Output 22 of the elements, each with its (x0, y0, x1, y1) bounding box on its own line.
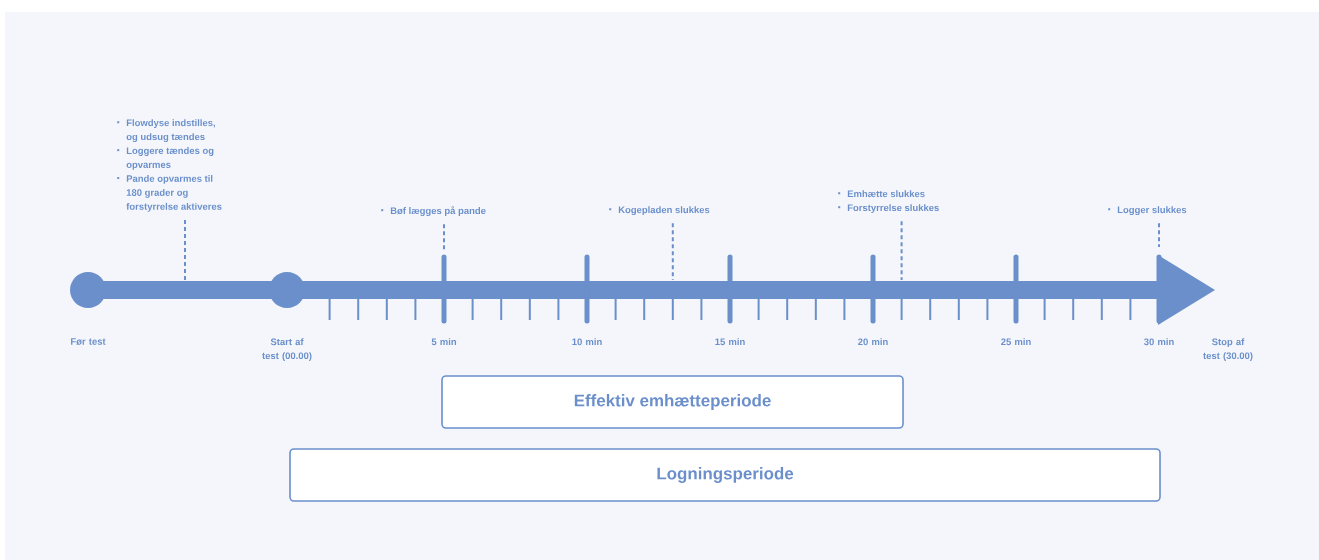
time-label: 25 min (1001, 338, 1031, 346)
time-label: Stop af test (30.00) (1203, 338, 1253, 361)
leader-line (671, 222, 674, 281)
leader-line (1158, 222, 1160, 248)
timeline-dot (70, 272, 106, 308)
event-note: Logger slukkes (1108, 206, 1187, 216)
event-note: Kogepladen slukkes (609, 206, 710, 216)
timeline-dot (269, 272, 305, 308)
time-label: 5 min (431, 338, 457, 346)
time-label: Før test (71, 338, 106, 345)
period-box: Logningsperiode (289, 448, 1161, 502)
leader-line (184, 218, 186, 281)
event-note: Emhætte slukkes Forstyrrelse slukkes (838, 190, 939, 213)
leader-line (900, 220, 903, 281)
event-note: Flowdyse indstilles, og udsug tændes Loggere tændes og opvarmes Pande opvarmes til 180 grader og forstyrrelse aktiveres (117, 119, 222, 212)
period-box: Effektiv emhætteperiode (441, 375, 904, 429)
time-label: 20 min (858, 338, 888, 346)
time-label: 30 min (1143, 338, 1174, 346)
time-label: 15 min (715, 338, 745, 346)
time-label: 10 min (572, 338, 602, 346)
event-note: Bøf lægges på pande (381, 206, 486, 216)
time-label: Start af test (00.00) (262, 338, 312, 361)
